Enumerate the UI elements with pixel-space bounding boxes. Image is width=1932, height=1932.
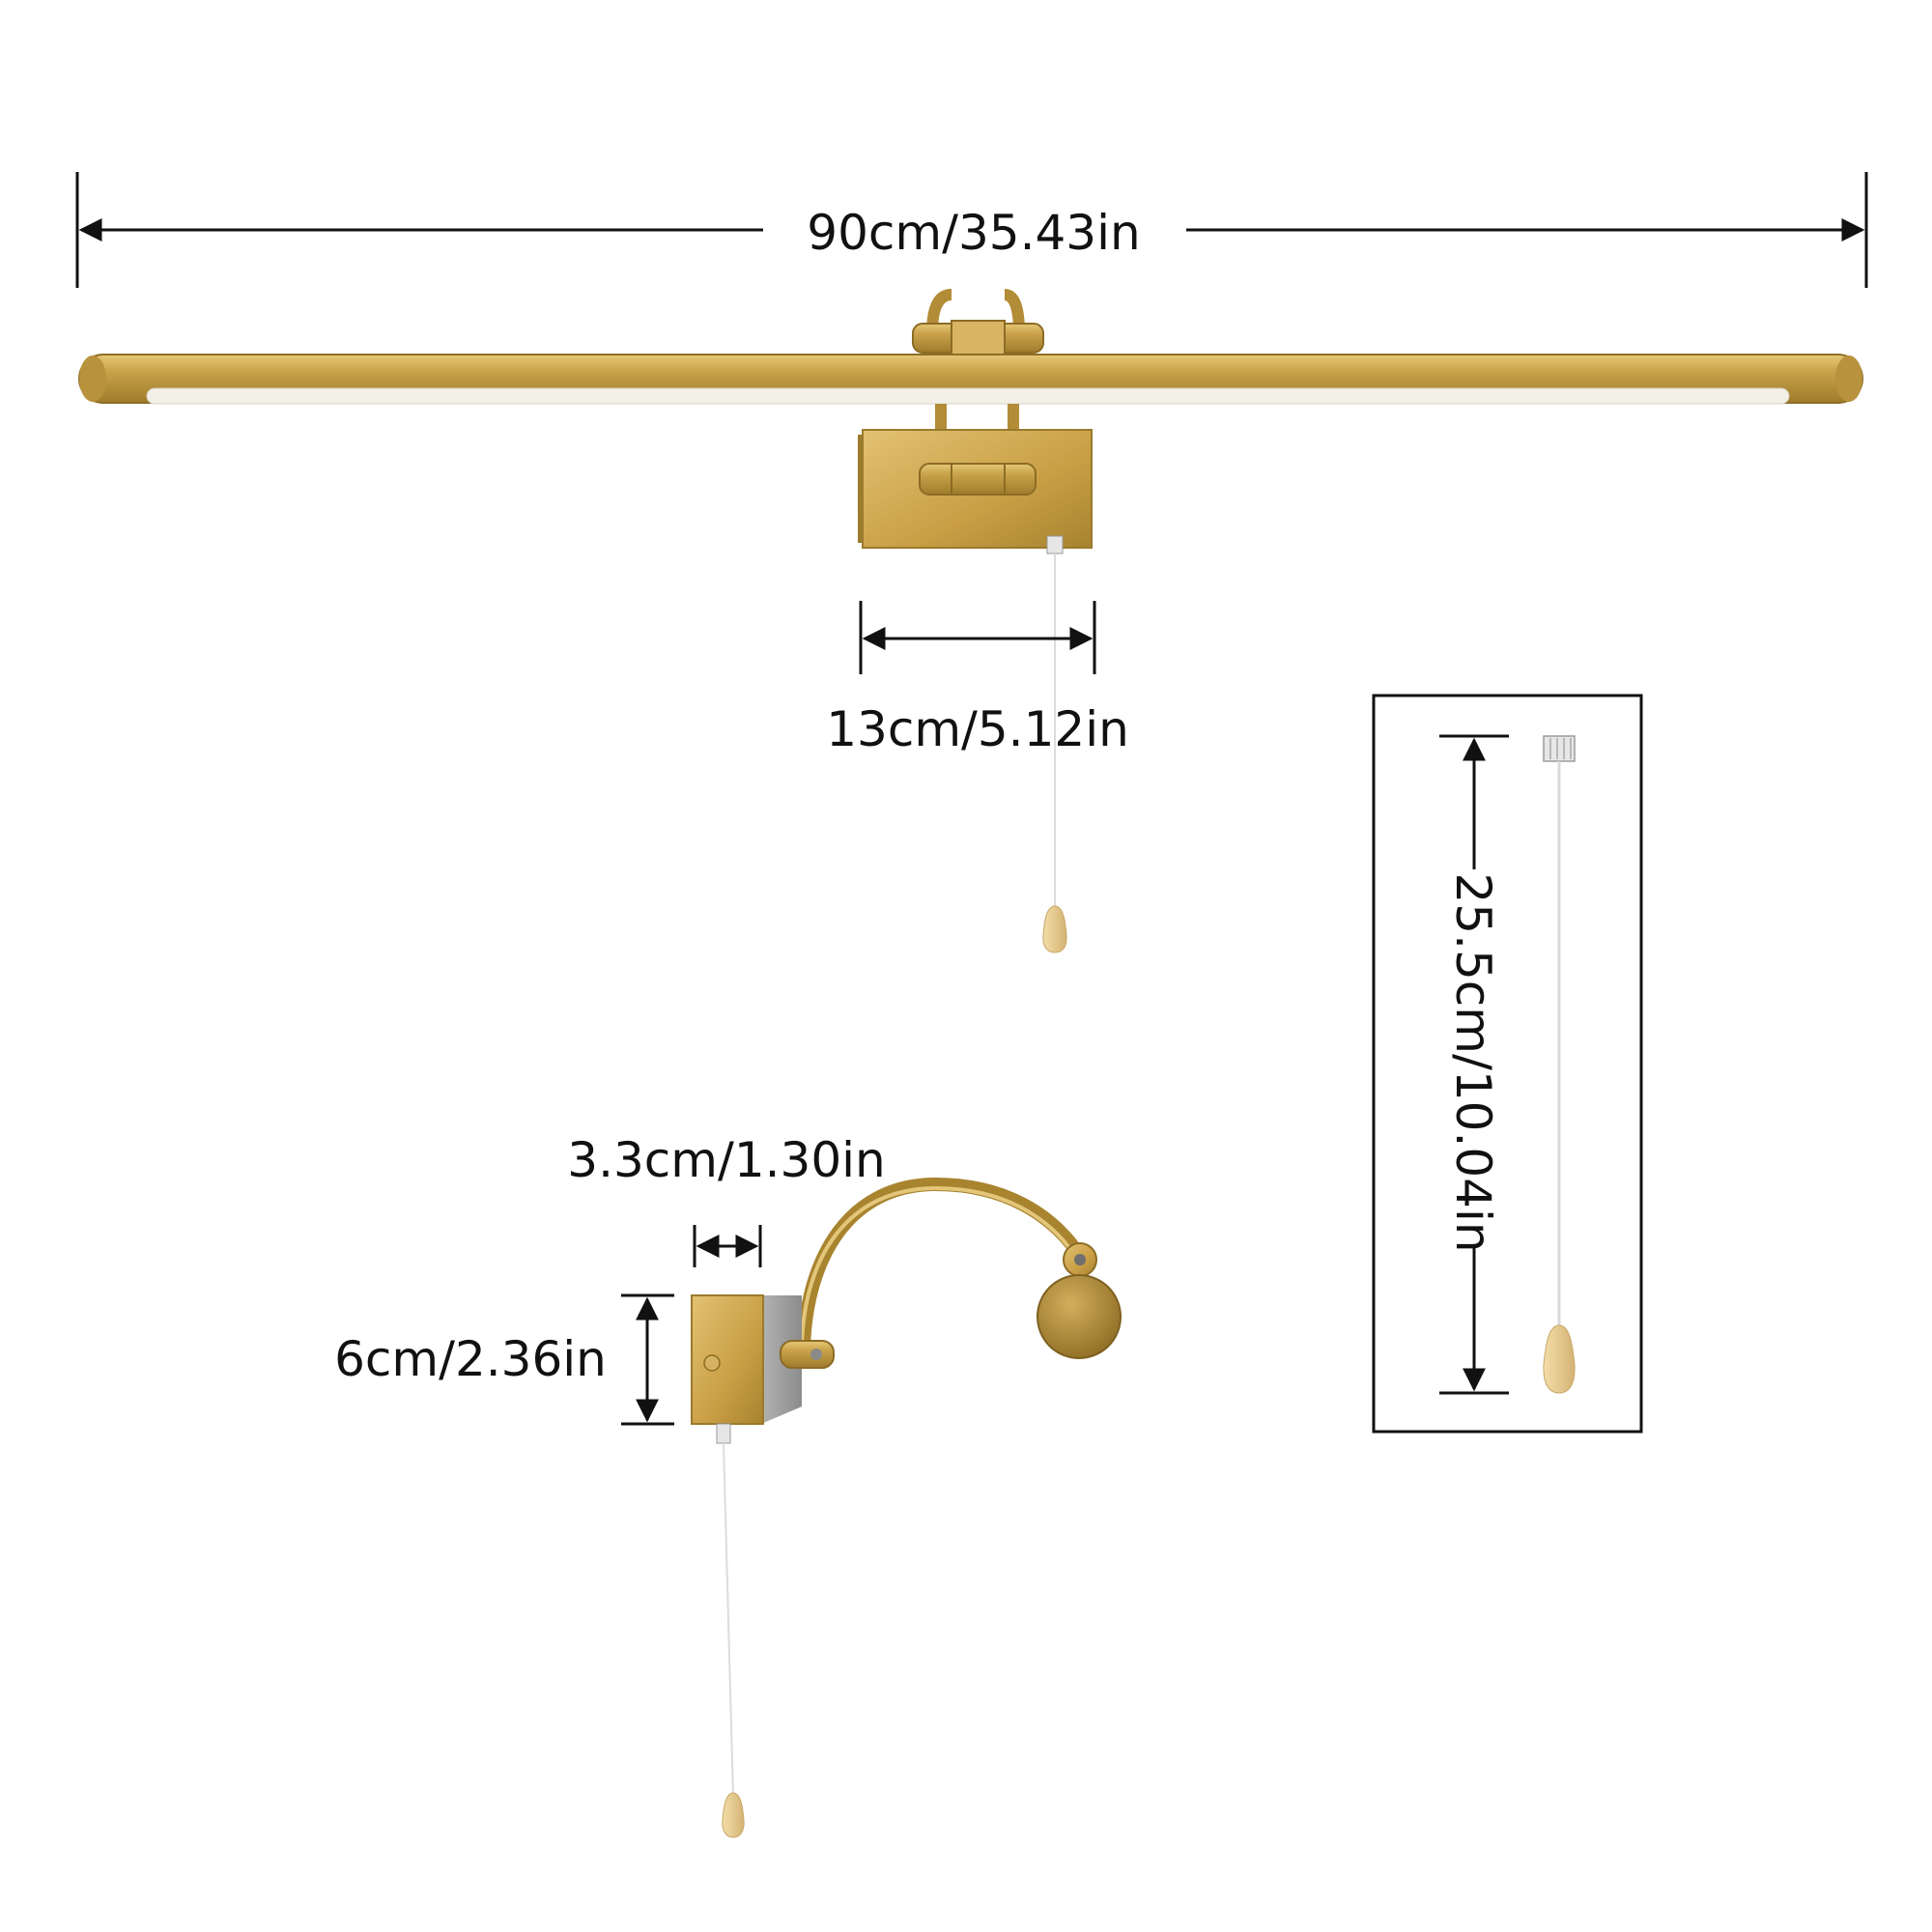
backplate-width-label: 13cm/5.12in xyxy=(826,701,1129,757)
arm-end-joint-screw xyxy=(1074,1254,1086,1265)
pull-cord-panel-frame xyxy=(1372,694,1643,1434)
led-diffuser xyxy=(146,387,1790,405)
tube-end-cap-left xyxy=(79,355,106,402)
lamp-head-disc xyxy=(1037,1274,1122,1359)
backplate-width-dimension: 13cm/5.12in xyxy=(826,601,1129,757)
backplate-depth-dimension: 3.3cm/1.30in xyxy=(567,1132,886,1267)
cord-switch-head xyxy=(1543,735,1576,762)
side-pull-cord xyxy=(723,1442,734,1798)
side-box-front-face xyxy=(691,1294,764,1425)
pull-cord-length-panel: 25.5cm/10.04in xyxy=(1372,694,1643,1434)
backplate-height-dimension: 6cm/2.36in xyxy=(334,1293,674,1426)
pull-cord-bead xyxy=(1042,905,1067,953)
backplate-height-label: 6cm/2.36in xyxy=(334,1331,607,1387)
side-pull-switch xyxy=(716,1423,731,1444)
picture-light-side-view xyxy=(691,1177,1122,1838)
total-length-dimension: 90cm/35.43in xyxy=(75,172,1868,288)
picture-light-front-view xyxy=(78,289,1863,953)
side-hinge xyxy=(780,1340,835,1369)
side-box-screw xyxy=(703,1354,721,1372)
pull-cord-length-label: 25.5cm/10.04in xyxy=(1445,872,1501,1252)
curved-arm-highlight xyxy=(800,1185,1077,1347)
backplate-side-edge xyxy=(858,435,864,543)
curved-arm xyxy=(797,1177,1087,1354)
lower-hinge xyxy=(919,463,1037,496)
backplate-depth-label: 3.3cm/1.30in xyxy=(567,1132,885,1188)
cord-bead xyxy=(1543,1324,1576,1394)
upper-hinge-center xyxy=(951,320,1006,360)
pull-switch xyxy=(1046,535,1064,554)
side-hinge-screw xyxy=(810,1349,822,1360)
side-pull-cord-bead xyxy=(722,1792,745,1838)
tube-end-cap-right xyxy=(1835,355,1862,402)
total-length-label: 90cm/35.43in xyxy=(807,205,1140,261)
